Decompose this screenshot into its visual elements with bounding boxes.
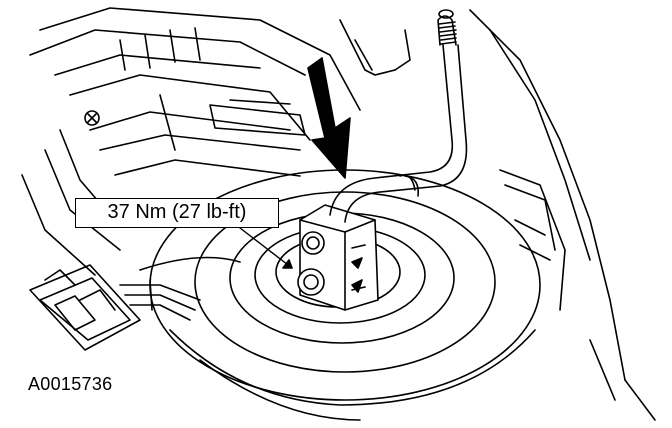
callout-leader [239, 227, 293, 269]
tunnel-right-panel [469, 9, 656, 421]
wiring-connector [29, 256, 241, 351]
console-structure [21, 7, 411, 276]
torque-callout: 37 Nm (27 lb-ft) [75, 198, 279, 228]
down-arrow-icon [307, 57, 351, 179]
shift-lever [329, 9, 468, 223]
bolt-lower [297, 268, 325, 296]
bolt-upper [301, 231, 325, 255]
figure-id-label: A0015736 [28, 374, 113, 394]
